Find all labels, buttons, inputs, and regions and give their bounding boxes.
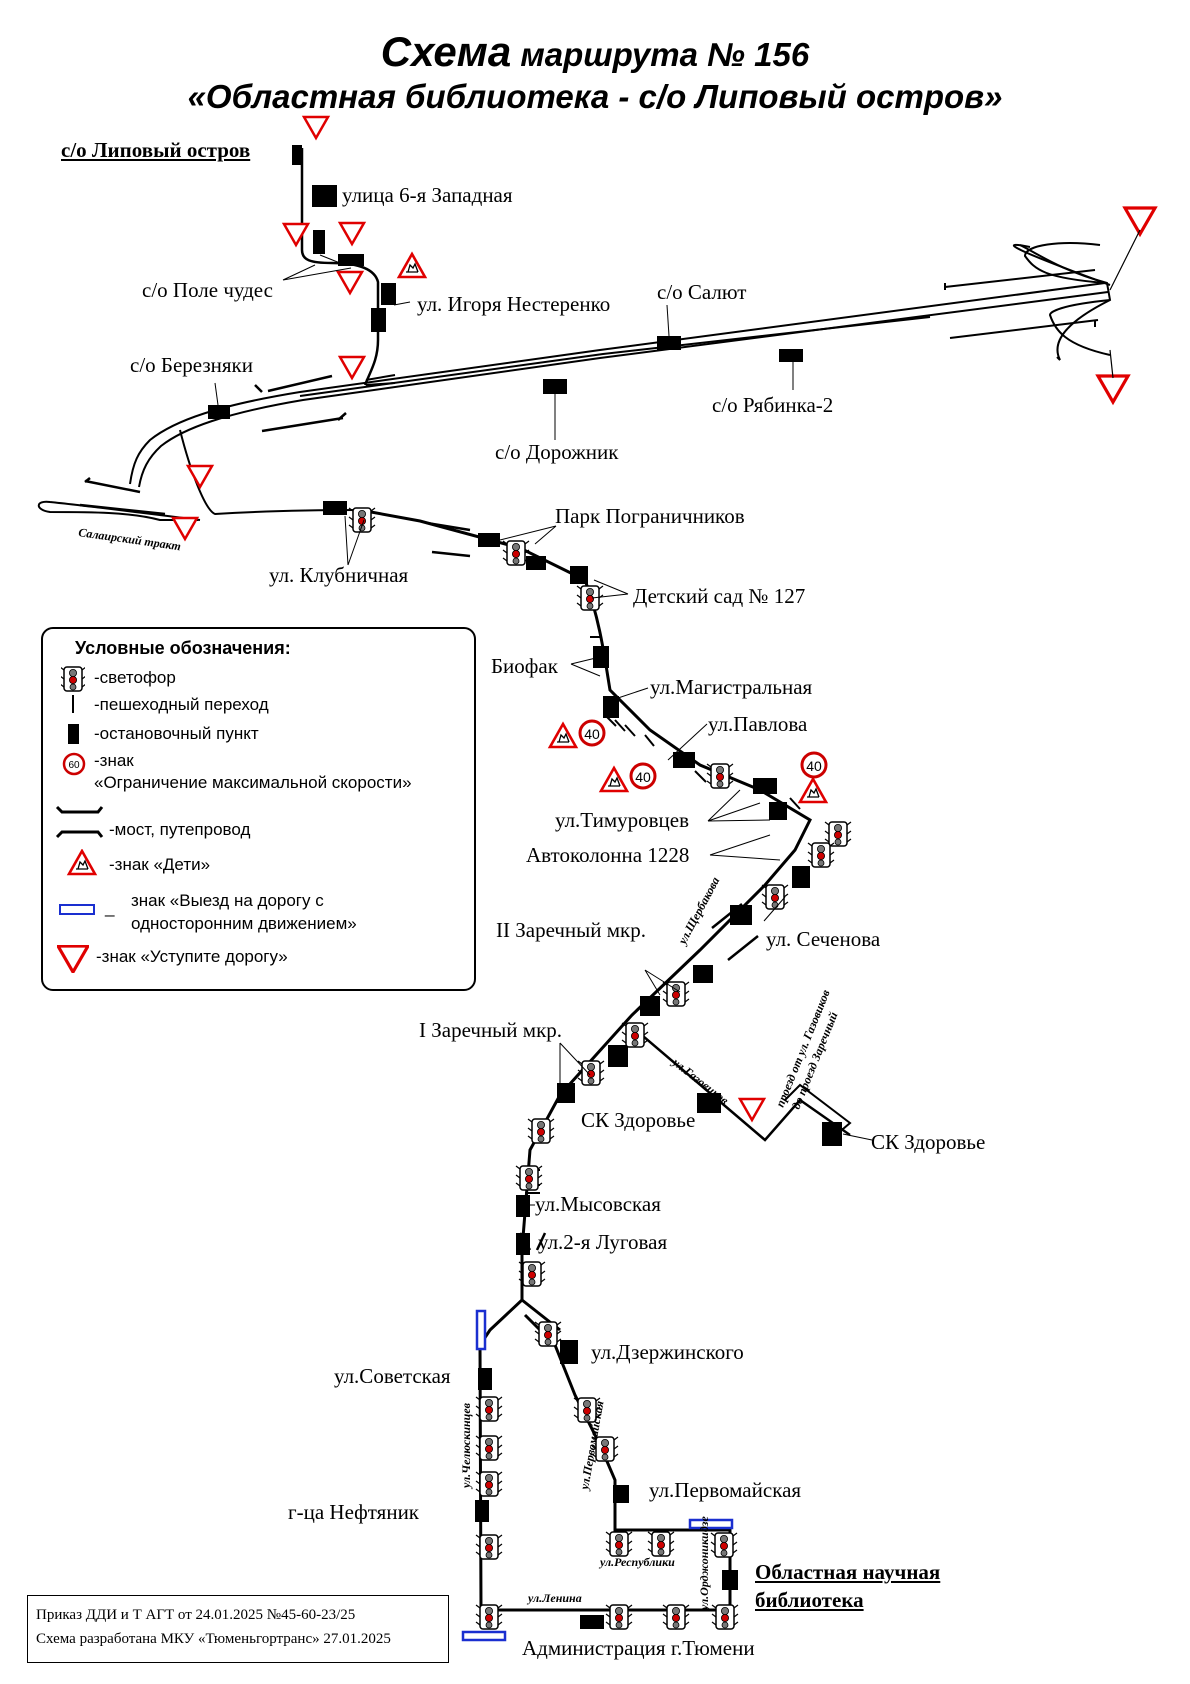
stop-label: с/о Поле чудес (142, 278, 273, 302)
street-chelyuskintsev: ул.Челюскинцев (459, 1402, 473, 1490)
stop-label: Биофак (491, 654, 558, 678)
stop-label: с/о Березняки (130, 353, 253, 377)
speed-limit-value: 40 (635, 769, 651, 785)
stop-label: ул.Первомайская (649, 1478, 802, 1502)
crosswalk-icon (72, 695, 74, 713)
stop-label: Администрация г.Тюмени (522, 1636, 755, 1660)
speed-limit-signs: 40 40 40 (578, 719, 828, 790)
legend-speed-1: -знак (94, 751, 134, 770)
legend-children: -знак «Дети» (109, 855, 211, 874)
speed-limit-icon: 60 (62, 752, 86, 776)
stop-label: с/о Салют (657, 280, 747, 304)
oneway-icon (59, 904, 95, 915)
legend-stop: -остановочный пункт (94, 724, 259, 743)
oneway-signs (461, 1309, 734, 1642)
bus-stops (208, 145, 842, 1629)
legend-traffic-light: -светофор (94, 668, 176, 687)
yield-signs (171, 115, 1157, 1122)
children-icon (67, 849, 97, 876)
stop-label: СК Здоровье (581, 1108, 696, 1132)
speed-limit-value: 40 (584, 726, 600, 742)
stop-label: I Заречный мкр. (419, 1018, 563, 1042)
speed-limit-value: 40 (806, 758, 822, 774)
title-rest: маршрута № 156 (520, 36, 810, 73)
legend-speed-2: «Ограничение максимальной скорости» (94, 773, 412, 792)
leader-lines (214, 254, 873, 1206)
stop-label: с/о Липовый остров (61, 138, 251, 162)
page-title: Схема маршрута № 156 (0, 28, 1190, 76)
legend-speed-value: 60 (68, 760, 80, 771)
stop-label: Детский сад № 127 (633, 584, 806, 608)
stop-label: ул.Мысовская (535, 1192, 661, 1216)
stop-label: ул.Тимуровцев (555, 808, 690, 832)
legend-yield: -знак «Уступите дорогу» (96, 947, 288, 966)
stop-label: ул.Павлова (708, 712, 808, 736)
yield-icon (57, 945, 89, 973)
stop-label: библиотека (755, 1588, 864, 1612)
title-big: Схема (380, 28, 512, 75)
stop-label: с/о Дорожник (495, 440, 619, 464)
stop-label: с/о Рябинка-2 (712, 393, 834, 417)
stop-label: ул. Игоря Нестеренко (417, 292, 611, 316)
stop-label: ул.Магистральная (650, 675, 813, 699)
order-line-1: Приказ ДДИ и Т АГТ от 24.01.2025 №45-60-… (36, 1607, 356, 1623)
stop-label: ул.Дзержинского (591, 1340, 744, 1364)
street-scherbakova: ул.Щербакова (674, 875, 722, 949)
stop-label: улица 6-я Западная (342, 183, 513, 207)
stop-label: Автоколонна 1228 (526, 843, 690, 867)
street-salairsky: Салаирский тракт (78, 525, 182, 553)
stop-label: г-ца Нефтяник (288, 1500, 420, 1524)
order-line-2: Схема разработана МКУ «Тюменьгортранс» 2… (36, 1631, 391, 1647)
stop-label: ул.2-я Луговая (538, 1230, 668, 1254)
street-respubliki: ул.Республики (598, 1555, 675, 1569)
order-note: Приказ ДДИ и Т АГТ от 24.01.2025 №45-60-… (27, 1595, 449, 1663)
stop-label: Парк Пограничников (555, 504, 745, 528)
stop-label: ул.Советская (334, 1364, 451, 1388)
stop-label: ул. Клубничная (269, 563, 409, 587)
legend-oneway-1: знак «Выезд на дорогу с (131, 891, 324, 910)
bridge-icon (55, 805, 104, 839)
page-subtitle: «Областная библиотека - с/о Липовый остр… (187, 78, 1003, 115)
street-lenina: ул.Ленина (526, 1591, 582, 1605)
legend: Условные обозначения: -светофор -пешеход… (41, 627, 476, 991)
stop-label: Областная научная (755, 1560, 941, 1584)
stop-label: ул. Сеченова (766, 927, 881, 951)
legend-oneway-dash: _ (105, 898, 115, 917)
street-ordzhonikidze: ул.Орджоникидзе (697, 1516, 711, 1612)
bus-stop-icon (68, 724, 79, 744)
stop-label: II Заречный мкр. (496, 918, 647, 942)
legend-bridge: -мост, путепровод (109, 820, 251, 839)
legend-oneway-2: односторонним движением» (131, 914, 357, 933)
traffic-light-icon (61, 666, 85, 692)
legend-crosswalk: -пешеходный переход (94, 695, 269, 714)
legend-title: Условные обозначения: (75, 638, 291, 658)
stop-label: СК Здоровье (871, 1130, 986, 1154)
